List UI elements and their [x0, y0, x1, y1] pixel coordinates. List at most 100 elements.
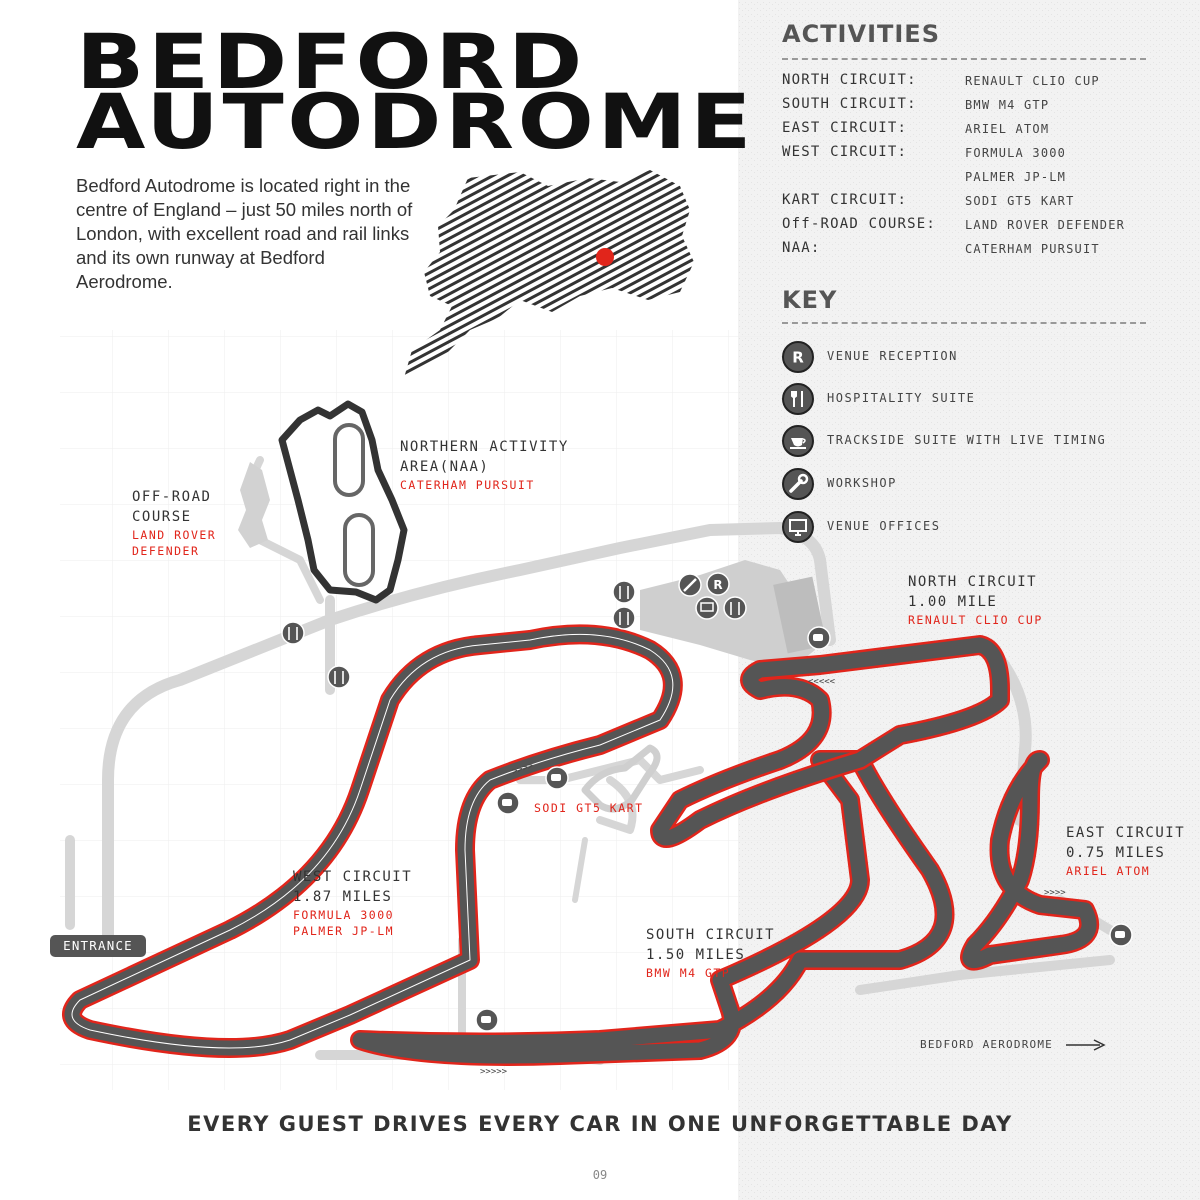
map-wrench-icon: [678, 573, 702, 597]
offroad-label-line1: OFF-ROAD: [132, 489, 212, 505]
entrance-badge: ENTRANCE: [50, 935, 146, 957]
offroad-label: OFF-ROAD COURSE LAND ROVER DEFENDER: [132, 487, 216, 559]
north-circuit-track: [650, 635, 1010, 848]
key-item-label: VENUE RECEPTION: [827, 349, 958, 363]
south-circuit-label: SOUTH CIRCUIT 1.50 MILES BMW M4 GTP: [646, 925, 775, 981]
offroad-label-line2: COURSE: [132, 509, 192, 525]
activity-circuit: EAST CIRCUIT:: [782, 120, 908, 136]
kart-circuit-label: SODI GT5 KART: [534, 800, 644, 816]
naa-label-line2: AREA(NAA): [400, 459, 490, 475]
activity-row: Off-ROAD COURSE: LAND ROVER DEFENDER: [782, 216, 1182, 240]
activities-heading: ACTIVITIES: [782, 20, 940, 48]
kart-circuit-car: SODI GT5 KART: [534, 801, 644, 815]
west-circuit-car1: FORMULA 3000: [293, 908, 395, 922]
naa-label-line1: NORTHERN ACTIVITY: [400, 439, 569, 455]
key-item-trackside: TRACKSIDE SUITE WITH LIVE TIMING: [781, 424, 1161, 458]
east-circuit-label: EAST CIRCUIT 0.75 MILES ARIEL ATOM: [1066, 823, 1185, 879]
map-reception-icon: R: [706, 572, 730, 596]
map-cutlery-icon-4: [612, 606, 636, 630]
map-reception-letter: R: [713, 578, 722, 592]
title-line-1: BEDFORD: [76, 17, 586, 106]
activity-row: PALMER JP-LM: [782, 168, 1182, 192]
south-circuit-car: BMW M4 GTP: [646, 966, 731, 980]
south-circuit-length: 1.50 MILES: [646, 947, 746, 963]
offroad-label-car1: LAND ROVER: [132, 528, 217, 542]
cutlery-icon: [782, 383, 814, 415]
offroad-label-car2: DEFENDER: [132, 544, 200, 558]
activity-car: ARIEL ATOM: [965, 122, 1050, 136]
key-item-label: TRACKSIDE SUITE WITH LIVE TIMING: [827, 433, 1107, 447]
activity-circuit: WEST CIRCUIT:: [782, 144, 908, 160]
key-item-label: VENUE OFFICES: [827, 519, 941, 533]
activity-row: WEST CIRCUIT: FORMULA 3000: [782, 144, 1182, 168]
naa-label: NORTHERN ACTIVITY AREA(NAA) CATERHAM PUR…: [400, 437, 569, 493]
activity-car: SODI GT5 KART: [965, 194, 1075, 208]
aerodrome-arrow-icon: [1066, 1039, 1106, 1051]
map-coffee-icon-5: [1109, 923, 1133, 947]
north-circuit-length: 1.00 MILE: [908, 594, 998, 610]
west-circuit-track: [62, 624, 683, 1058]
aerodrome-label: BEDFORD AERODROME: [920, 1038, 1053, 1051]
key-divider: [782, 322, 1146, 324]
intro-paragraph: Bedford Autodrome is located right in th…: [76, 175, 413, 292]
activity-row: SOUTH CIRCUIT:BMW M4 GTP: [782, 96, 1182, 120]
reception-icon: R: [782, 341, 814, 373]
activity-car: CATERHAM PURSUIT: [965, 242, 1100, 256]
activity-car: LAND ROVER DEFENDER: [965, 218, 1126, 232]
west-circuit-car2: PALMER JP-LM: [293, 924, 395, 938]
key-item-reception: R VENUE RECEPTION: [781, 340, 1161, 374]
kart-circuit-track: [581, 744, 661, 813]
east-circuit-length: 0.75 MILES: [1066, 845, 1166, 861]
title-line-2: AUTODROME: [76, 77, 755, 166]
naa-loop-upper: [333, 423, 365, 497]
east-circuit-name: EAST CIRCUIT: [1066, 825, 1186, 841]
direction-arrows-east: >>>>: [1044, 888, 1066, 898]
south-circuit-track: [350, 750, 955, 1066]
tagline: EVERY GUEST DRIVES EVERY CAR IN ONE UNFO…: [187, 1112, 1013, 1136]
map-coffee-icon-2: [545, 766, 569, 790]
activity-circuit: NORTH CIRCUIT:: [782, 72, 917, 88]
west-circuit-label: WEST CIRCUIT 1.87 MILES FORMULA 3000 PAL…: [293, 867, 412, 939]
activity-row: KART CIRCUIT: SODI GT5 KART: [782, 192, 1182, 216]
map-monitor-icon: [695, 596, 719, 620]
activity-car: BMW M4 GTP: [965, 98, 1050, 112]
england-map: [404, 170, 694, 378]
activities-divider: [782, 58, 1146, 60]
activity-circuit: Off-ROAD COURSE:: [782, 216, 937, 232]
activity-car: RENAULT CLIO CUP: [965, 74, 1100, 88]
activity-circuit: KART CIRCUIT:: [782, 192, 908, 208]
naa-label-car: CATERHAM PURSUIT: [400, 478, 535, 492]
west-circuit-name: WEST CIRCUIT: [293, 869, 413, 885]
activity-car: FORMULA 3000: [965, 146, 1067, 160]
map-coffee-icon-3: [496, 791, 520, 815]
key-item-label: WORKSHOP: [827, 476, 897, 490]
key-item-hospitality: HOSPITALITY SUITE: [781, 382, 1161, 416]
key-heading: KEY: [782, 286, 838, 314]
key-reception-letter: R: [792, 349, 804, 367]
offroad-course-area: [238, 462, 270, 548]
naa-loop-lower: [343, 513, 375, 587]
key-item-offices: VENUE OFFICES: [781, 510, 1161, 544]
south-circuit-name: SOUTH CIRCUIT: [646, 927, 776, 943]
activity-row: NAA:CATERHAM PURSUIT: [782, 240, 1182, 264]
map-cutlery-icon-2: [327, 665, 351, 689]
activity-row: NORTH CIRCUIT: RENAULT CLIO CUP: [782, 72, 1182, 96]
direction-arrows-south: >>>>>: [480, 1067, 508, 1077]
north-circuit-label: NORTH CIRCUIT 1.00 MILE RENAULT CLIO CUP: [908, 572, 1043, 628]
map-coffee-icon-4: [475, 1008, 499, 1032]
map-cutlery-icon-3: [612, 580, 636, 604]
coffee-cup-icon: [782, 425, 814, 457]
activity-car: PALMER JP-LM: [965, 170, 1067, 184]
west-circuit-length: 1.87 MILES: [293, 889, 393, 905]
east-circuit-track: [960, 750, 1100, 971]
north-circuit-car: RENAULT CLIO CUP: [908, 613, 1043, 627]
autodrome-location-dot: [596, 248, 614, 266]
monitor-icon: [782, 511, 814, 543]
map-grid: [60, 330, 1140, 1090]
key-item-workshop: WORKSHOP: [781, 467, 1161, 501]
north-circuit-name: NORTH CIRCUIT: [908, 574, 1038, 590]
map-cutlery-icon-1: [281, 621, 305, 645]
page-number: 09: [592, 1168, 608, 1182]
key-item-label: HOSPITALITY SUITE: [827, 391, 976, 405]
